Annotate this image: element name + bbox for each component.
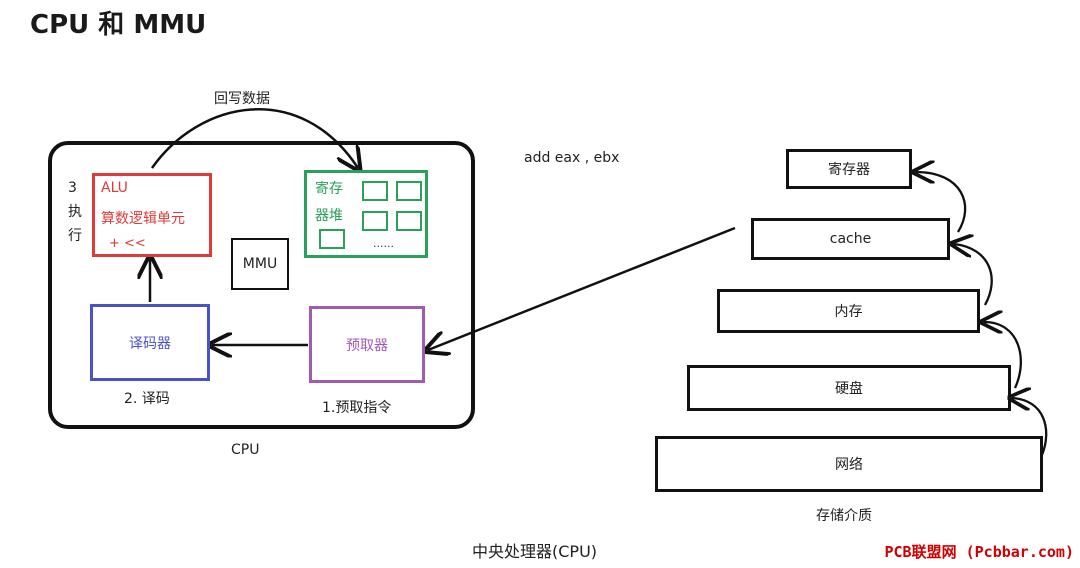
register-file-box: 寄存 器堆 ...... bbox=[304, 170, 428, 258]
alu-subtitle: 算数逻辑单元 bbox=[101, 211, 185, 227]
cache-to-prefetch-arrow bbox=[428, 226, 736, 350]
storage-level-registers: 寄存器 bbox=[786, 149, 912, 189]
storage-level-disk: 硬盘 bbox=[687, 365, 1011, 411]
alu-title: ALU bbox=[101, 180, 128, 196]
register-cell bbox=[362, 181, 388, 201]
exec-step-char2: 行 bbox=[68, 228, 82, 244]
storage-level-memory: 内存 bbox=[717, 289, 980, 333]
net-to-disk-arrow bbox=[1012, 398, 1048, 456]
prefetch-label: 预取器 bbox=[346, 337, 388, 354]
decoder-label: 译码器 bbox=[129, 335, 171, 352]
exec-step-char1: 执 bbox=[68, 204, 82, 220]
storage-level-network: 网络 bbox=[655, 436, 1043, 492]
mmu-box: MMU bbox=[231, 238, 289, 290]
decoder-box: 译码器 bbox=[90, 304, 210, 381]
storage-level-label: cache bbox=[829, 231, 872, 247]
storage-caption: 存储介质 bbox=[816, 508, 872, 524]
prefetch-step-label: 1.预取指令 bbox=[322, 400, 392, 416]
disk-to-mem-arrow bbox=[984, 322, 1022, 389]
register-dots: ...... bbox=[373, 237, 394, 250]
watermark: PCB联盟网 (Pcbbar.com) bbox=[884, 543, 1075, 561]
storage-level-label: 硬盘 bbox=[835, 381, 863, 397]
cpu-label: CPU bbox=[231, 442, 260, 458]
cache-to-reg-arrow bbox=[916, 172, 967, 233]
exec-step-number: 3 bbox=[68, 180, 77, 196]
decode-step-label: 2. 译码 bbox=[124, 391, 170, 407]
instruction-text: add eax , ebx bbox=[524, 150, 620, 166]
prefetch-box: 预取器 bbox=[309, 306, 425, 383]
register-label-line1: 寄存 bbox=[315, 181, 343, 197]
storage-level-label: 网络 bbox=[835, 457, 863, 473]
writeback-label: 回写数据 bbox=[214, 91, 270, 107]
register-cell bbox=[362, 211, 388, 231]
cpu-frame bbox=[48, 141, 475, 429]
alu-box: ALU 算数逻辑单元 + << bbox=[92, 173, 212, 257]
exec-step-label: 3 执 行 bbox=[68, 176, 82, 248]
register-cell bbox=[396, 211, 422, 231]
figure-caption: 中央处理器(CPU) bbox=[472, 542, 598, 561]
alu-ops: + << bbox=[109, 236, 146, 251]
register-cell bbox=[319, 229, 345, 249]
storage-level-label: 寄存器 bbox=[828, 162, 870, 178]
storage-level-label: 内存 bbox=[834, 304, 863, 320]
register-label-line2: 器堆 bbox=[315, 208, 343, 224]
mem-to-cache-arrow bbox=[954, 244, 993, 306]
storage-level-cache: cache bbox=[751, 218, 950, 260]
page-title: CPU 和 MMU bbox=[30, 10, 207, 40]
register-cell bbox=[396, 181, 422, 201]
